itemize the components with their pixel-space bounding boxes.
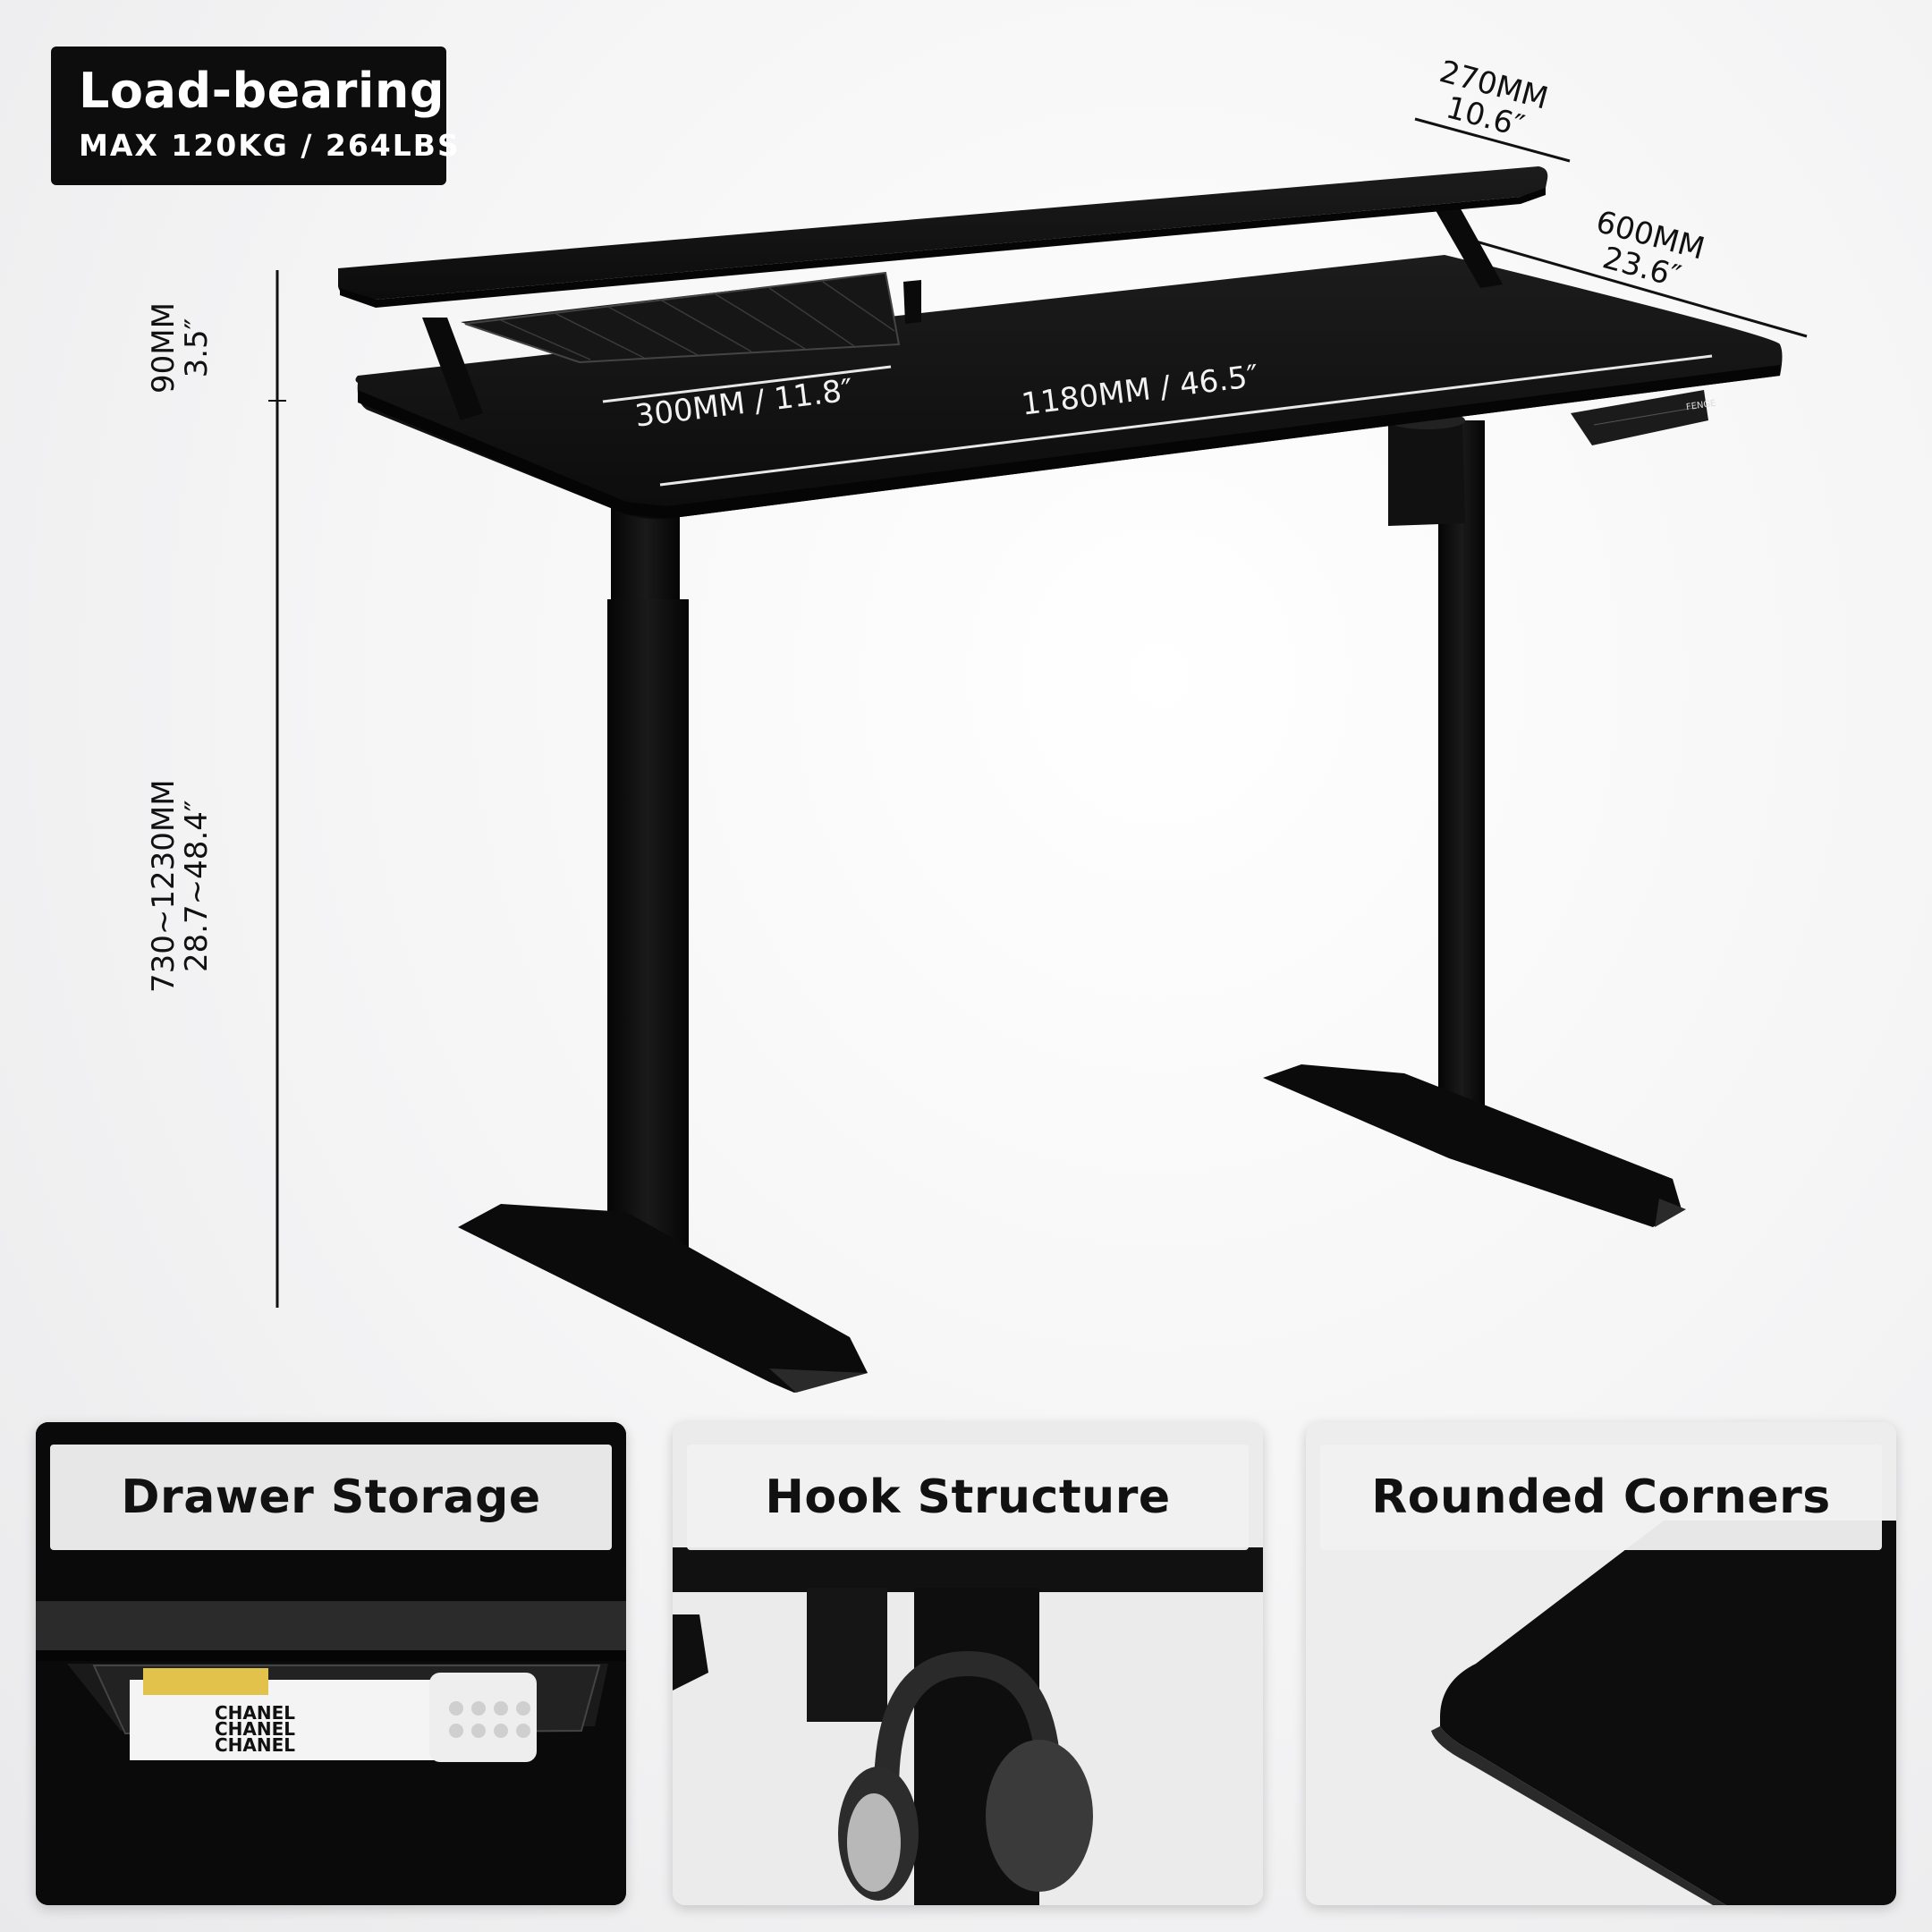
feature-label-drawer: Drawer Storage bbox=[50, 1445, 612, 1550]
feature-card-drawer: CHANEL CHANEL CHANEL Drawer Storage bbox=[36, 1422, 626, 1905]
feature-card-corners: Rounded Corners bbox=[1306, 1422, 1896, 1905]
badge-subtitle: MAX 120KG / 264LBS bbox=[79, 128, 461, 163]
desk-controller bbox=[1571, 390, 1708, 445]
svg-text:CHANEL: CHANEL bbox=[215, 1718, 295, 1740]
feature-label-corners: Rounded Corners bbox=[1320, 1445, 1882, 1550]
riser-shelf bbox=[338, 166, 1548, 300]
desk-depth-line bbox=[1466, 237, 1808, 338]
desk-height-label: 730~1230MM 28.7~48.4″ bbox=[146, 779, 216, 993]
load-bearing-badge bbox=[51, 47, 446, 185]
riser-height-label: 90MM 3.5″ bbox=[146, 302, 216, 394]
riser-depth-line bbox=[1414, 117, 1571, 163]
svg-text:CHANEL: CHANEL bbox=[215, 1702, 295, 1724]
mesh-drawer bbox=[461, 271, 901, 364]
headphones-icon bbox=[838, 1650, 1093, 1901]
main-desktop bbox=[355, 255, 1783, 520]
feature-label-hook: Hook Structure bbox=[687, 1445, 1249, 1550]
svg-text:CHANEL: CHANEL bbox=[215, 1734, 295, 1756]
feature-card-hook: Hook Structure bbox=[673, 1422, 1263, 1905]
badge-title: Load-bearing bbox=[79, 63, 445, 119]
